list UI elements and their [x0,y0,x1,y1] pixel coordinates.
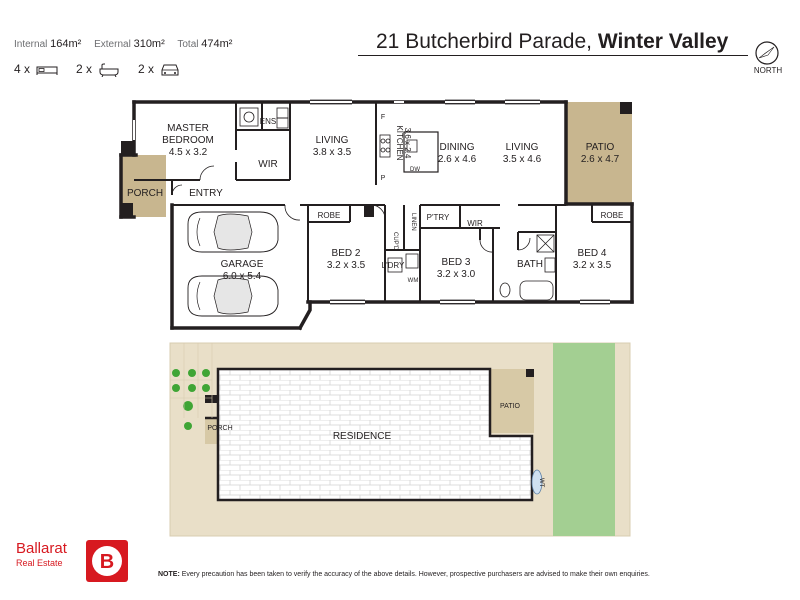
robe2-label: ROBE [601,211,624,220]
bed3-dim: 3.2 x 3.0 [437,269,476,280]
wm-label: WM [408,278,419,284]
trees [172,369,210,430]
car-count: 2 x [138,62,155,77]
disclaimer: NOTE: Every precaution has been taken to… [158,571,650,578]
internal-value: 164m² [50,38,82,50]
windows [133,101,610,303]
car-icon [160,62,180,77]
external-label: External [94,39,131,50]
brand-logo: Ballarat Real Estate [16,540,92,568]
porch-label: PORCH [127,188,163,199]
dining-dim: 2.6 x 4.6 [438,154,477,165]
master-name: MASTER [167,123,209,134]
car-bottom [187,275,279,317]
bathroom-count: 2 x [76,62,93,77]
garage-cars [187,211,279,317]
site-labels: RESIDENCE PATIO PORCH WT [207,403,544,488]
note-text: Every precaution has been taken to verif… [181,571,650,578]
north-label: NORTH [753,66,783,75]
bath-icon [98,62,120,78]
patio-dim: 2.6 x 4.7 [581,154,620,165]
wir2-label: WIR [467,219,483,228]
linen-label: LINEN [410,213,416,231]
feature-counts: 4 x 2 x 2 x [14,62,180,78]
brand-mark-icon: B [86,540,128,582]
living2-name: LIVING [506,142,539,153]
water-tank-icon [531,469,543,495]
title-rule [358,55,748,56]
residence-footprint [205,367,534,502]
ens-label: ENS [260,117,276,126]
site-porch-label: PORCH [207,425,232,432]
internal-label: Internal [14,39,48,50]
bath-label: BATH [517,259,543,270]
dw-label: DW [410,167,420,173]
fixtures [239,107,556,301]
ldry-label: L'DRY [382,261,405,270]
brand-name: Ballarat [16,540,67,557]
ptry-label: P'TRY [427,213,450,222]
bed2-name: BED 2 [332,248,361,259]
kitchen-dim: 3.6 x 2.4 [403,128,412,159]
note-label: NOTE: [158,571,180,578]
property-address: 21 Butcherbird Parade, Winter Valley [376,30,728,54]
bed4-dim: 3.2 x 3.5 [573,260,612,271]
living1-name: LIVING [316,135,349,146]
area-stats: Internal 164m² External 310m² Total 474m… [14,38,232,50]
bed-icon [36,62,58,76]
external-value: 310m² [133,38,165,50]
window-frames [310,99,610,305]
site-patio-label: PATIO [500,403,521,410]
living1-dim: 3.8 x 3.5 [313,147,352,158]
fridge-label: F [381,114,385,121]
robe1-label: ROBE [318,211,341,220]
room-labels: MASTER BEDROOM 4.5 x 3.2 ENS WIR LIVING … [127,114,623,284]
garden-lines [170,343,213,418]
north-compass-icon [755,41,779,65]
patio-area [566,102,632,204]
pillars [121,102,632,217]
lawn-area [553,343,615,536]
master-name2: BEDROOM [162,135,214,146]
total-label: Total [177,39,199,50]
entry-label: ENTRY [189,188,223,199]
master-dim: 4.5 x 3.2 [169,147,208,158]
brand-sub: Real Estate [16,558,63,568]
patio-name: PATIO [586,142,615,153]
cupd-label: CUP'D [392,232,398,251]
car-top [187,211,279,253]
bed3-name: BED 3 [442,257,471,268]
site-patio-area [490,369,534,433]
wt-label: WT [538,478,544,488]
bed4-name: BED 4 [578,248,607,259]
living2-dim: 3.5 x 4.6 [503,154,542,165]
kitchen-name: KITCHEN [395,125,404,160]
pantry-p-label: P [381,175,386,182]
site-plan: RESIDENCE PATIO PORCH WT [169,342,631,537]
address-suburb: Winter Valley [597,30,729,53]
site-pillar-2 [526,369,534,377]
garage-dim: 6.0 x 5.4 [223,271,262,282]
total-value: 474m² [201,38,233,50]
wir1-label: WIR [258,159,277,170]
bed2-dim: 3.2 x 3.5 [327,260,366,271]
floor-plan: MASTER BEDROOM 4.5 x 3.2 ENS WIR LIVING … [119,99,634,331]
site-pillar [205,395,217,403]
bedroom-count: 4 x [14,62,31,77]
garage-name: GARAGE [221,259,264,270]
residence-label: RESIDENCE [333,431,392,442]
dining-name: DINING [440,142,475,153]
address-street: 21 Butcherbird Parade, [376,30,592,53]
brand-mark: B [100,551,114,573]
